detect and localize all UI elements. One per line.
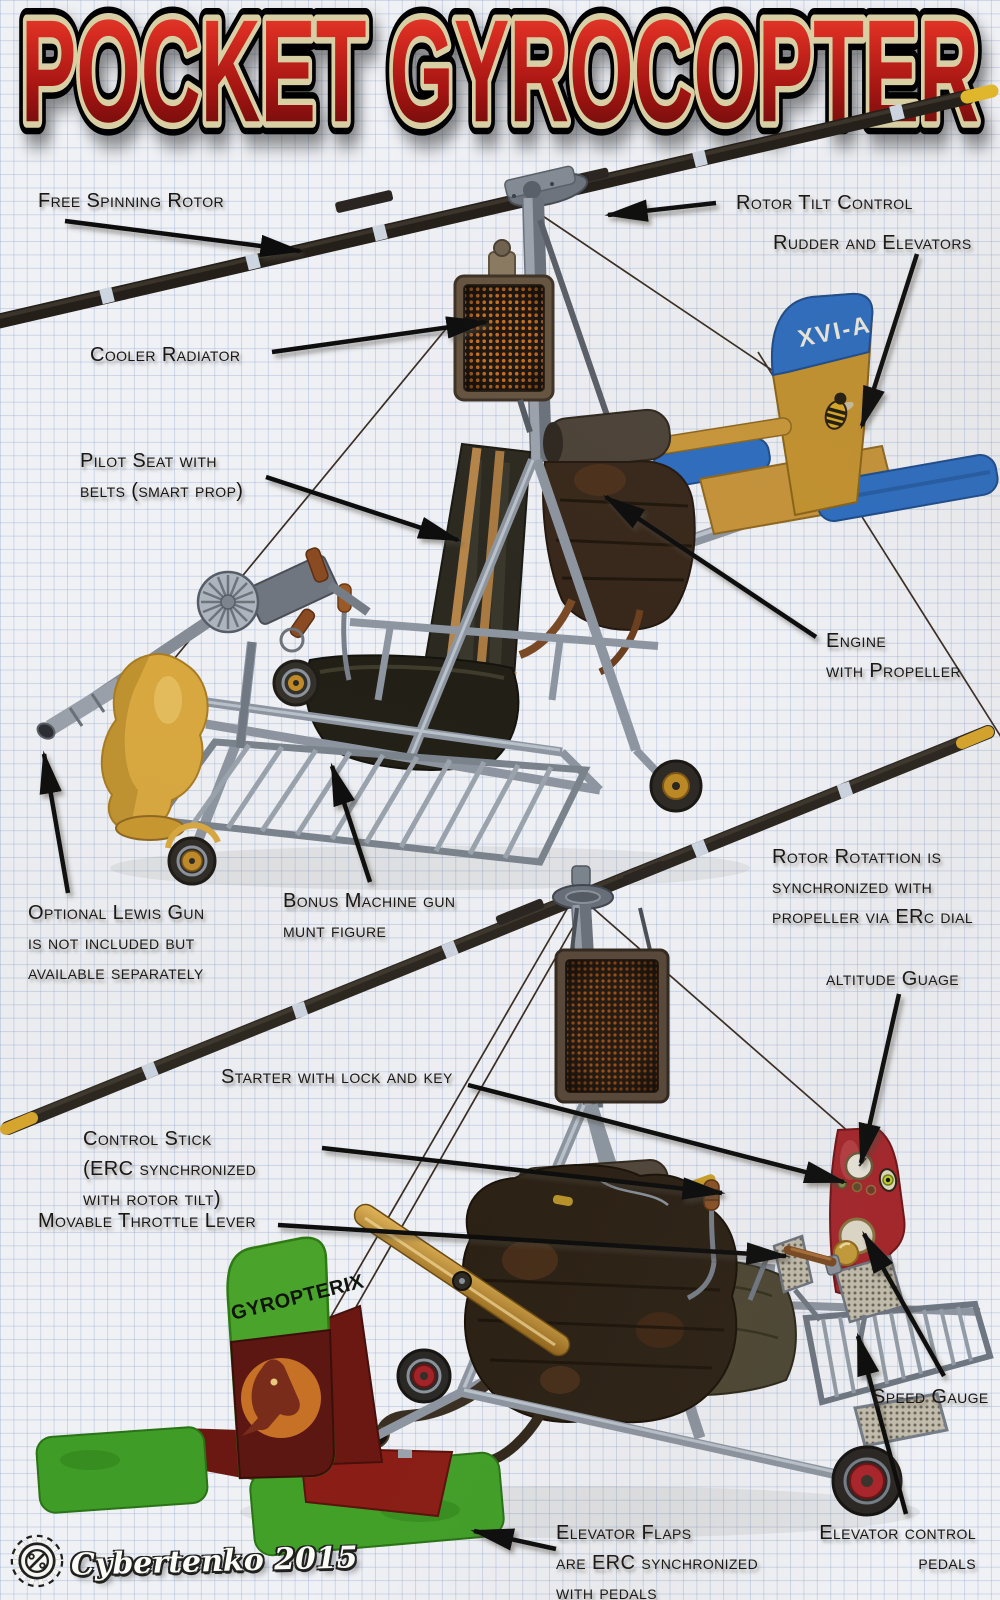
- lewis-gun-drum: [196, 570, 260, 634]
- arrow-starter: [467, 1082, 848, 1185]
- eye-decal: [878, 1168, 898, 1192]
- label-line: belts (smart prop): [80, 480, 244, 502]
- arrow-control-stick: [321, 1145, 726, 1200]
- rotor-hub: [504, 165, 589, 208]
- label-line: are ERC synchronized: [556, 1552, 759, 1574]
- cooler-radiator-part: [453, 239, 555, 433]
- label-line: Elevator control: [819, 1522, 976, 1544]
- annotation-arrows: [39, 199, 946, 1552]
- mid-wheel: [272, 659, 320, 707]
- bottom-gyrocopter-illustration: GYROPTERIX: [0, 725, 995, 1557]
- label-altitude-gauge: altitude Guage: [826, 968, 960, 990]
- arrow-machine-gun-mount: [329, 762, 373, 883]
- machine-gun-mount-figure: [100, 653, 221, 849]
- left-wheel: [396, 1348, 452, 1404]
- arrow-elevator-flaps: [470, 1528, 557, 1552]
- bottom-rear-wheel: [831, 1445, 903, 1517]
- title-outline-black: POCKET GYROCOPTER: [21, 0, 979, 153]
- bird-decal: [251, 1359, 300, 1431]
- watermark: Cybertenko 2015: [8, 1532, 358, 1590]
- bottom-rotor-blade: [0, 725, 995, 1135]
- label-pilot-seat: Pilot Seat with belts (smart prop): [80, 446, 243, 506]
- arrow-rudder-and-elevators: [859, 253, 920, 430]
- wooden-propeller: [353, 1203, 571, 1357]
- arrow-speed-gauge: [862, 1230, 946, 1378]
- label-machine-gun-mount: Bonus Machine gun munt figure: [283, 886, 455, 946]
- floor-grate: [190, 743, 554, 860]
- watermark-text: Cybertenko 2015: [70, 1539, 359, 1583]
- label-line: Elevator Flaps: [556, 1522, 692, 1544]
- arrow-lewis-gun: [39, 750, 71, 894]
- label-starter: Starter with lock and key: [221, 1066, 453, 1088]
- hornet-decal: [824, 392, 854, 430]
- arrow-free-spinning-rotor: [64, 218, 304, 258]
- label-line: Bonus Machine gun: [283, 890, 456, 912]
- label-line: Pilot Seat with: [80, 450, 217, 472]
- arrow-rotor-tilt-control: [604, 199, 717, 222]
- rigging-wires-bottom: [321, 889, 859, 1343]
- label-elevator-flaps: Elevator Flaps are ERC synchronized with…: [556, 1518, 758, 1600]
- label-line: with rotor tilt): [83, 1188, 221, 1210]
- rudder-tail-fin: XVI-A: [771, 292, 874, 517]
- label-control-stick: Control Stick (ERC synchronized with rot…: [83, 1124, 256, 1214]
- blade-tip: [960, 84, 999, 104]
- label-engine: Engine with Propeller: [826, 626, 961, 686]
- arrow-pilot-seat: [265, 474, 462, 543]
- label-rotor-rotation: Rotor Rotattion is synchronized with pro…: [772, 842, 973, 932]
- label-line: with pedals: [556, 1582, 657, 1600]
- gyropterix-tail-fin: GYROPTERIX: [226, 1236, 366, 1480]
- label-lewis-gun: Optional Lewis Gun is not included but a…: [28, 898, 204, 988]
- label-line: propeller via ERc dial: [772, 906, 974, 928]
- label-line: Control Stick: [83, 1128, 212, 1150]
- label-line: with Propeller: [826, 660, 961, 682]
- label-line: synchronized with: [772, 876, 933, 898]
- label-line: is not included but: [28, 932, 195, 954]
- label-line: available separately: [28, 962, 204, 984]
- altitude-gauge-part: [844, 1151, 874, 1181]
- arrow-engine-with-propeller: [603, 495, 818, 639]
- front-wheel: [167, 836, 217, 886]
- bottom-radiator: [554, 907, 670, 1104]
- blade-bands: [99, 103, 905, 305]
- chassis-frame: [151, 458, 675, 866]
- bottom-engine: [364, 1159, 738, 1469]
- title-art: POCKET GYROCOPTER POCKET GYROCOPTER POCK…: [11, 0, 990, 164]
- arrow-throttle: [277, 1222, 790, 1265]
- label-rudder-and-elevators: Rudder and Elevators: [773, 232, 972, 254]
- rear-basket-grate: [802, 1300, 994, 1448]
- label-line: munt figure: [283, 920, 387, 942]
- label-line: (ERC synchronized: [83, 1158, 257, 1180]
- label-rotor-tilt-control: Rotor Tilt Control: [736, 192, 913, 214]
- label-free-spinning-rotor: Free Spinning Rotor: [38, 190, 225, 212]
- label-line: Optional Lewis Gun: [28, 902, 205, 924]
- arrow-altitude-gauge: [858, 993, 902, 1167]
- bottom-rotor-hub: [552, 865, 614, 910]
- label-cooler-radiator: Cooler Radiator: [90, 344, 241, 366]
- top-gyrocopter-illustration: XVI-A: [0, 84, 1000, 886]
- arrow-elevator-pedals: [855, 1332, 909, 1515]
- label-throttle: Movable Throttle Lever: [38, 1210, 257, 1232]
- arrow-cooler-radiator: [271, 316, 490, 355]
- label-line: Engine: [826, 630, 887, 652]
- label-speed-gauge: Speed Gauge: [872, 1386, 989, 1408]
- rear-wheel: [649, 759, 703, 813]
- label-line: Rotor Rotattion is: [772, 846, 942, 868]
- label-line: pedals: [918, 1552, 976, 1574]
- label-elevator-pedals: Elevator control pedals: [819, 1518, 976, 1578]
- cybertenko-gear-icon: [10, 1534, 64, 1588]
- free-spinning-rotor-blade: [0, 84, 999, 329]
- throttle-lever: [783, 1245, 843, 1276]
